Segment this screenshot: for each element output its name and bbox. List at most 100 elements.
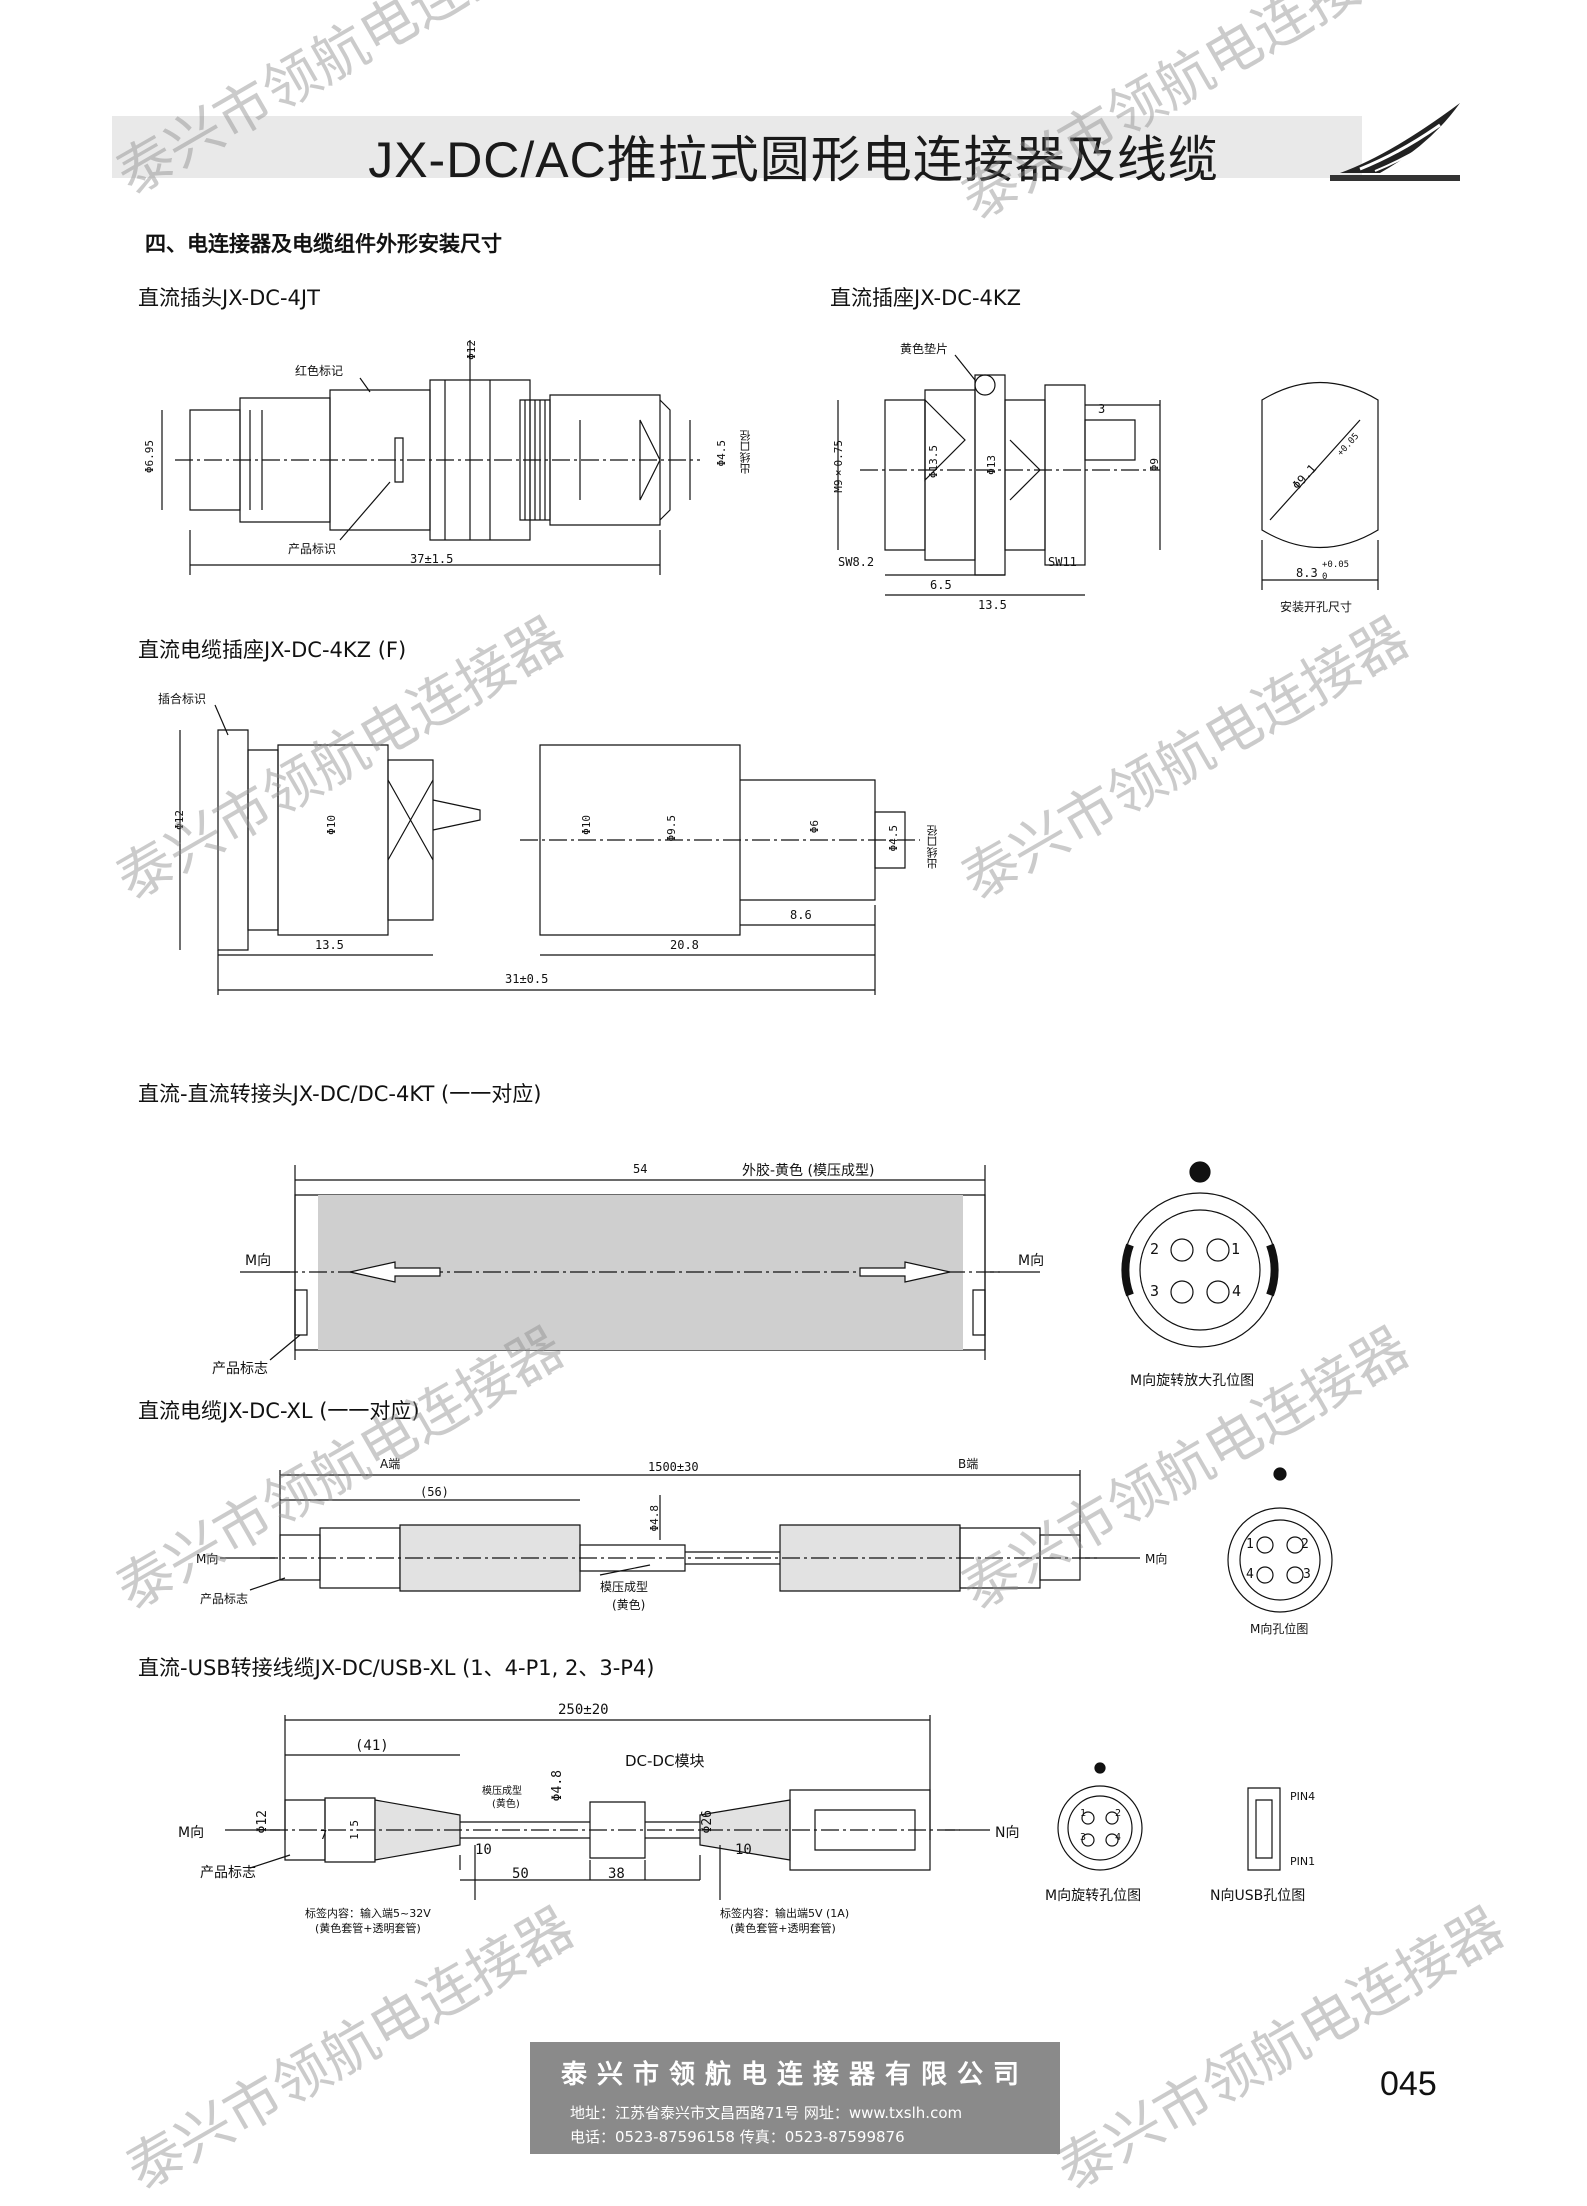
plug-title: 直流插头JX-DC-4JT (138, 286, 320, 310)
usb-label-input-tag: 标签内容：输入端5~32V (305, 1907, 431, 1920)
adapter-label-outer-rubber: 外胶-黄色 (模压成型) (742, 1163, 875, 1179)
socket-dim-sw82: SW8.2 (838, 555, 875, 569)
cable-socket-dim-phi10-a: Φ10 (325, 815, 338, 835)
company-logo-icon (1330, 103, 1460, 181)
adapter-pin-1: 1 (1231, 1240, 1241, 1258)
footer-company-box: 泰兴市领航电连接器有限公司 地址：江苏省泰兴市文昌西路71号 网址：www.tx… (530, 2042, 1060, 2154)
usb-label-molded: 模压成型 (482, 1786, 522, 1797)
usb-label-output-sleeve: (黄色套管+透明套管) (730, 1922, 836, 1935)
adapter-title: 直流-直流转接头JX-DC/DC-4KT (一一对应) (138, 1082, 542, 1106)
cable-pin-2: 2 (1301, 1537, 1309, 1552)
adapter-pin-4: 4 (1232, 1282, 1242, 1300)
plug-dim-phi12: Φ12 (465, 340, 478, 360)
usb-cable-title: 直流-USB转接线缆JX-DC/USB-XL (1、4-P1, 2、3-P4) (138, 1656, 655, 1680)
usb-label-m-pin-view: M向旋转孔位图 (1045, 1888, 1142, 1904)
footer-phone: 电话：0523-87596158 传真：0523-87599876 (570, 2128, 905, 2146)
usb-label-dcdc-module: DC-DC模块 (625, 1752, 705, 1770)
page-title: JX-DC/AC推拉式圆形电连接器及线缆 (368, 132, 1219, 188)
footer-address: 地址：江苏省泰兴市文昌西路71号 网址：www.txslh.com (570, 2104, 963, 2122)
usb-dim-10-right: 10 (735, 1842, 752, 1858)
usb-dim-10-left: 10 (475, 1842, 492, 1858)
cable-socket-dim-phi12: Φ12 (173, 810, 186, 830)
usb-cable-drawing (225, 1715, 1280, 1900)
cable-label-m-right: M向 (1145, 1552, 1168, 1566)
cable-socket-dim-86: 8.6 (790, 908, 812, 922)
usb-dim-50: 50 (512, 1866, 529, 1882)
plug-drawing (162, 340, 700, 575)
cable-dim-56: (56) (420, 1485, 449, 1499)
socket-dim-3: 3 (1098, 402, 1106, 416)
usb-label-product-mark: 产品标志 (200, 1865, 256, 1881)
plug-dim-phi695: Φ6.95 (143, 440, 156, 474)
cable-label-yellow: (黄色) (612, 1598, 646, 1612)
usb-dim-phi12: Φ12 (255, 1810, 270, 1834)
cable-socket-dim-total: 31±0.5 (505, 972, 549, 986)
technical-drawings (0, 0, 1587, 2154)
cable-label-pin-view: M向孔位图 (1250, 1622, 1309, 1636)
cable-label-molded: 模压成型 (600, 1580, 649, 1594)
usb-dim-15: 1.5 (348, 1820, 361, 1840)
plug-dim-length: 37±1.5 (410, 552, 454, 566)
cable-drawing (220, 1468, 1332, 1612)
socket-dim-phi9: Φ9 (1148, 458, 1161, 472)
socket-dim-65: 6.5 (930, 578, 952, 592)
cable-dim-phi48: Φ4.8 (648, 1505, 661, 1532)
usb-pin-1: 1 (1080, 1808, 1087, 1819)
socket-dim-hole-width: 8.3 (1296, 566, 1318, 580)
cable-socket-title: 直流电缆插座JX-DC-4KZ (F) (138, 638, 407, 662)
adapter-dim-length: 54 (633, 1162, 648, 1176)
cable-socket-label-mate-mark: 插合标识 (158, 692, 207, 706)
cable-pin-3: 3 (1303, 1567, 1311, 1582)
cable-pin-1: 1 (1246, 1537, 1254, 1552)
socket-label-mounting-hole: 安装开孔尺寸 (1280, 600, 1353, 614)
header-bar (112, 116, 1362, 178)
plug-label-cable-outlet: 出线口径 (739, 430, 752, 474)
cable-socket-dim-phi6: Φ6 (808, 820, 821, 834)
cable-socket-dim-phi10-b: Φ10 (580, 815, 593, 835)
usb-pin-3: 3 (1080, 1832, 1087, 1843)
usb-label-n-usb-view: N向USB孔位图 (1210, 1888, 1306, 1904)
plug-label-product-mark: 产品标识 (288, 542, 337, 556)
cable-dim-length: 1500±30 (648, 1460, 699, 1474)
usb-label-n: N向 (995, 1825, 1020, 1841)
cable-socket-label-cable-outlet: 出线口径 (926, 825, 939, 869)
usb-dim-length: 250±20 (558, 1702, 609, 1718)
socket-dim-hole-width-upper: +0.05 (1322, 560, 1350, 570)
adapter-label-m-left: M向 (245, 1253, 272, 1269)
usb-label-yellow: (黄色) (492, 1799, 520, 1810)
cable-title: 直流电缆JX-DC-XL (一一对应) (138, 1399, 420, 1423)
socket-dim-phi13: Φ13 (985, 455, 998, 475)
socket-title: 直流插座JX-DC-4KZ (830, 286, 1022, 310)
cable-label-end-a: A端 (380, 1457, 401, 1471)
adapter-pin-3: 3 (1150, 1282, 1160, 1300)
footer-company-name: 泰兴市领航电连接器有限公司 (560, 2060, 1029, 2090)
section-heading: 四、电连接器及电缆组件外形安装尺寸 (145, 232, 502, 256)
adapter-label-m-right: M向 (1018, 1253, 1045, 1269)
cable-label-product-mark: 产品标志 (200, 1592, 249, 1606)
socket-dim-sw11: SW11 (1048, 555, 1077, 569)
cable-label-end-b: B端 (958, 1457, 979, 1471)
adapter-pin-2: 2 (1150, 1240, 1160, 1258)
cable-socket-dim-phi45: Φ4.5 (887, 825, 900, 852)
plug-label-red-mark: 红色标记 (295, 364, 344, 378)
socket-dim-m9: M9×0.75 (832, 440, 845, 493)
adapter-drawing (240, 1162, 1277, 1360)
socket-dim-phi135: Φ13.5 (927, 445, 940, 479)
adapter-label-pin-view: M向旋转放大孔位图 (1130, 1373, 1255, 1389)
usb-label-pin1: PIN1 (1290, 1855, 1316, 1868)
cable-socket-dim-135: 13.5 (315, 938, 344, 952)
usb-pin-2: 2 (1115, 1808, 1122, 1819)
socket-dim-hole-width-lower: 0 (1322, 572, 1328, 582)
usb-label-pin4: PIN4 (1290, 1790, 1316, 1803)
cable-socket-drawing (180, 705, 920, 995)
usb-label-m: M向 (178, 1825, 205, 1841)
page-number: 045 (1380, 2065, 1437, 2103)
cable-socket-dim-phi95: Φ9.5 (665, 815, 678, 842)
usb-dim-38: 38 (608, 1866, 625, 1882)
socket-label-yellow-washer: 黄色垫片 (900, 342, 949, 356)
usb-label-output-tag: 标签内容：输出端5V (1A) (720, 1907, 850, 1920)
socket-drawing (838, 355, 1378, 595)
usb-dim-7: 7 (320, 1828, 328, 1842)
usb-label-input-sleeve: (黄色套管+透明套管) (315, 1922, 421, 1935)
usb-dim-phi48: Φ4.8 (550, 1770, 565, 1802)
